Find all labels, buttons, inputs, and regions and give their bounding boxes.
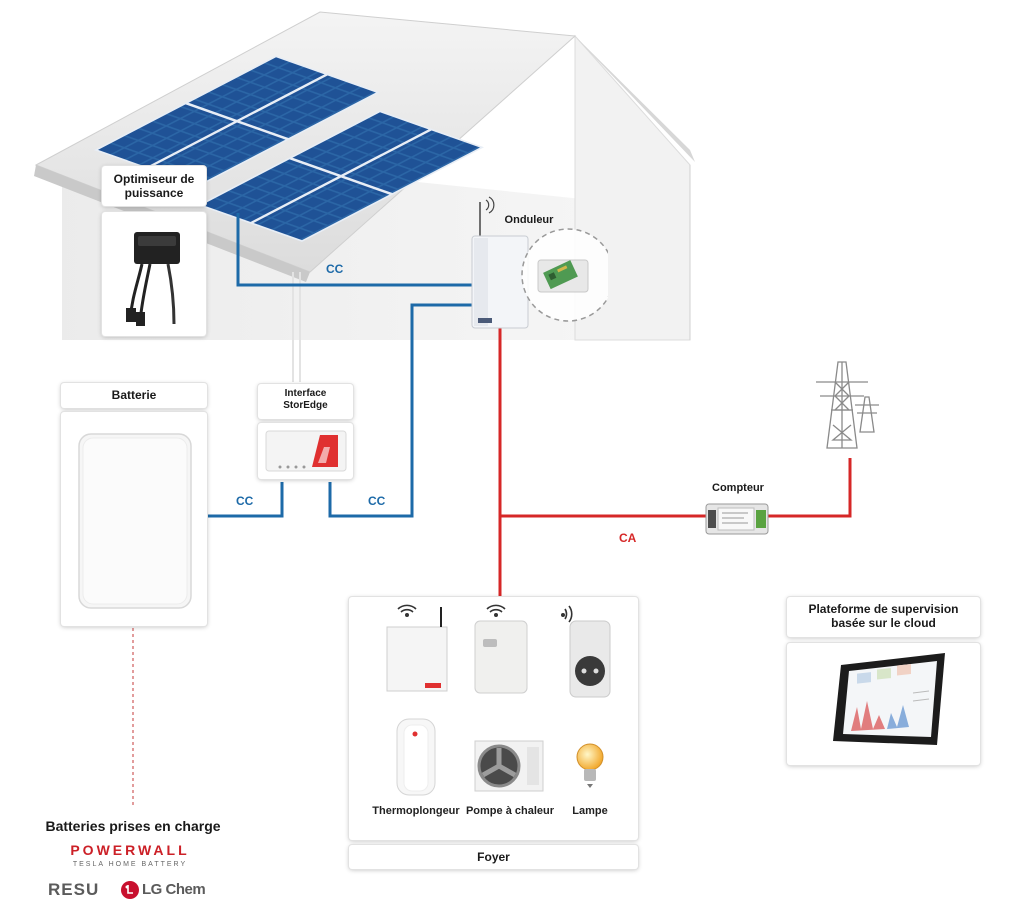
cloud-label-line1: Plateforme de supervision [808, 602, 959, 616]
optimizer-label-line2: puissance [124, 186, 184, 201]
optimizer-label-line1: Optimiseur de [113, 172, 195, 186]
cloud-label: Plateforme de supervision basée sur le c… [787, 602, 980, 631]
cloud-title-card: Plateforme de supervision basée sur le c… [787, 597, 980, 637]
battery-title-card: Batterie [61, 383, 207, 408]
interface-label-line1: Interface [284, 388, 327, 399]
resu-logo: RESU [48, 880, 100, 899]
device-label-thermoplongeur: Thermoplongeur [372, 805, 460, 817]
optimizer-label: Optimiseur de puissance [102, 172, 206, 201]
lgchem-logo: LG Chem [142, 881, 206, 898]
power-grid-icon [816, 361, 879, 449]
powerwall-logo: POWERWALL [70, 842, 190, 858]
optimizer-card [102, 212, 206, 336]
storedge-interface-icon [265, 430, 347, 472]
power-optimizer-icon [126, 232, 180, 326]
interface-card [258, 423, 353, 479]
interface-label: Interface StorEdge [258, 388, 353, 412]
device-label-lampe: Lampe [572, 805, 608, 817]
ac-bus-label: CA [619, 531, 637, 545]
energy-meter-icon [705, 503, 769, 535]
meter-label: Compteur [712, 482, 764, 494]
battery-label: Batterie [111, 388, 157, 402]
device-label-pompe: Pompe à chaleur [465, 805, 555, 817]
solar-panels [93, 55, 485, 242]
battery-icon [78, 433, 192, 609]
cloud-card [787, 643, 980, 765]
wifi-icons [397, 604, 573, 623]
home-devices-card: Thermoplongeur Pompe à chaleur Lampe [349, 597, 638, 840]
supported-batteries-label: Batteries prises en charge [45, 818, 221, 834]
inverter-label: Onduleur [504, 214, 554, 226]
battery-card [61, 412, 207, 626]
interface-title-card: Interface StorEdge [258, 384, 353, 419]
home-label: Foyer [477, 850, 510, 864]
inverter-icon [471, 196, 608, 329]
optimizer-title-card [102, 166, 206, 206]
home-title-card: Foyer [349, 845, 638, 869]
dc-bus-label-interface: CC [368, 494, 386, 508]
cloud-label-line2: basée sur le cloud [831, 616, 936, 631]
dc-bus-label-roof: CC [326, 262, 344, 276]
interface-label-line2: StorEdge [283, 400, 328, 411]
powerwall-subtitle: TESLA HOME BATTERY [72, 861, 188, 868]
lg-logo-icon [121, 881, 139, 899]
tablet-monitoring-icon [833, 653, 945, 745]
home-devices-drawing [386, 604, 611, 796]
dc-bus-label-battery: CC [236, 494, 254, 508]
dc-wiring [206, 213, 472, 518]
